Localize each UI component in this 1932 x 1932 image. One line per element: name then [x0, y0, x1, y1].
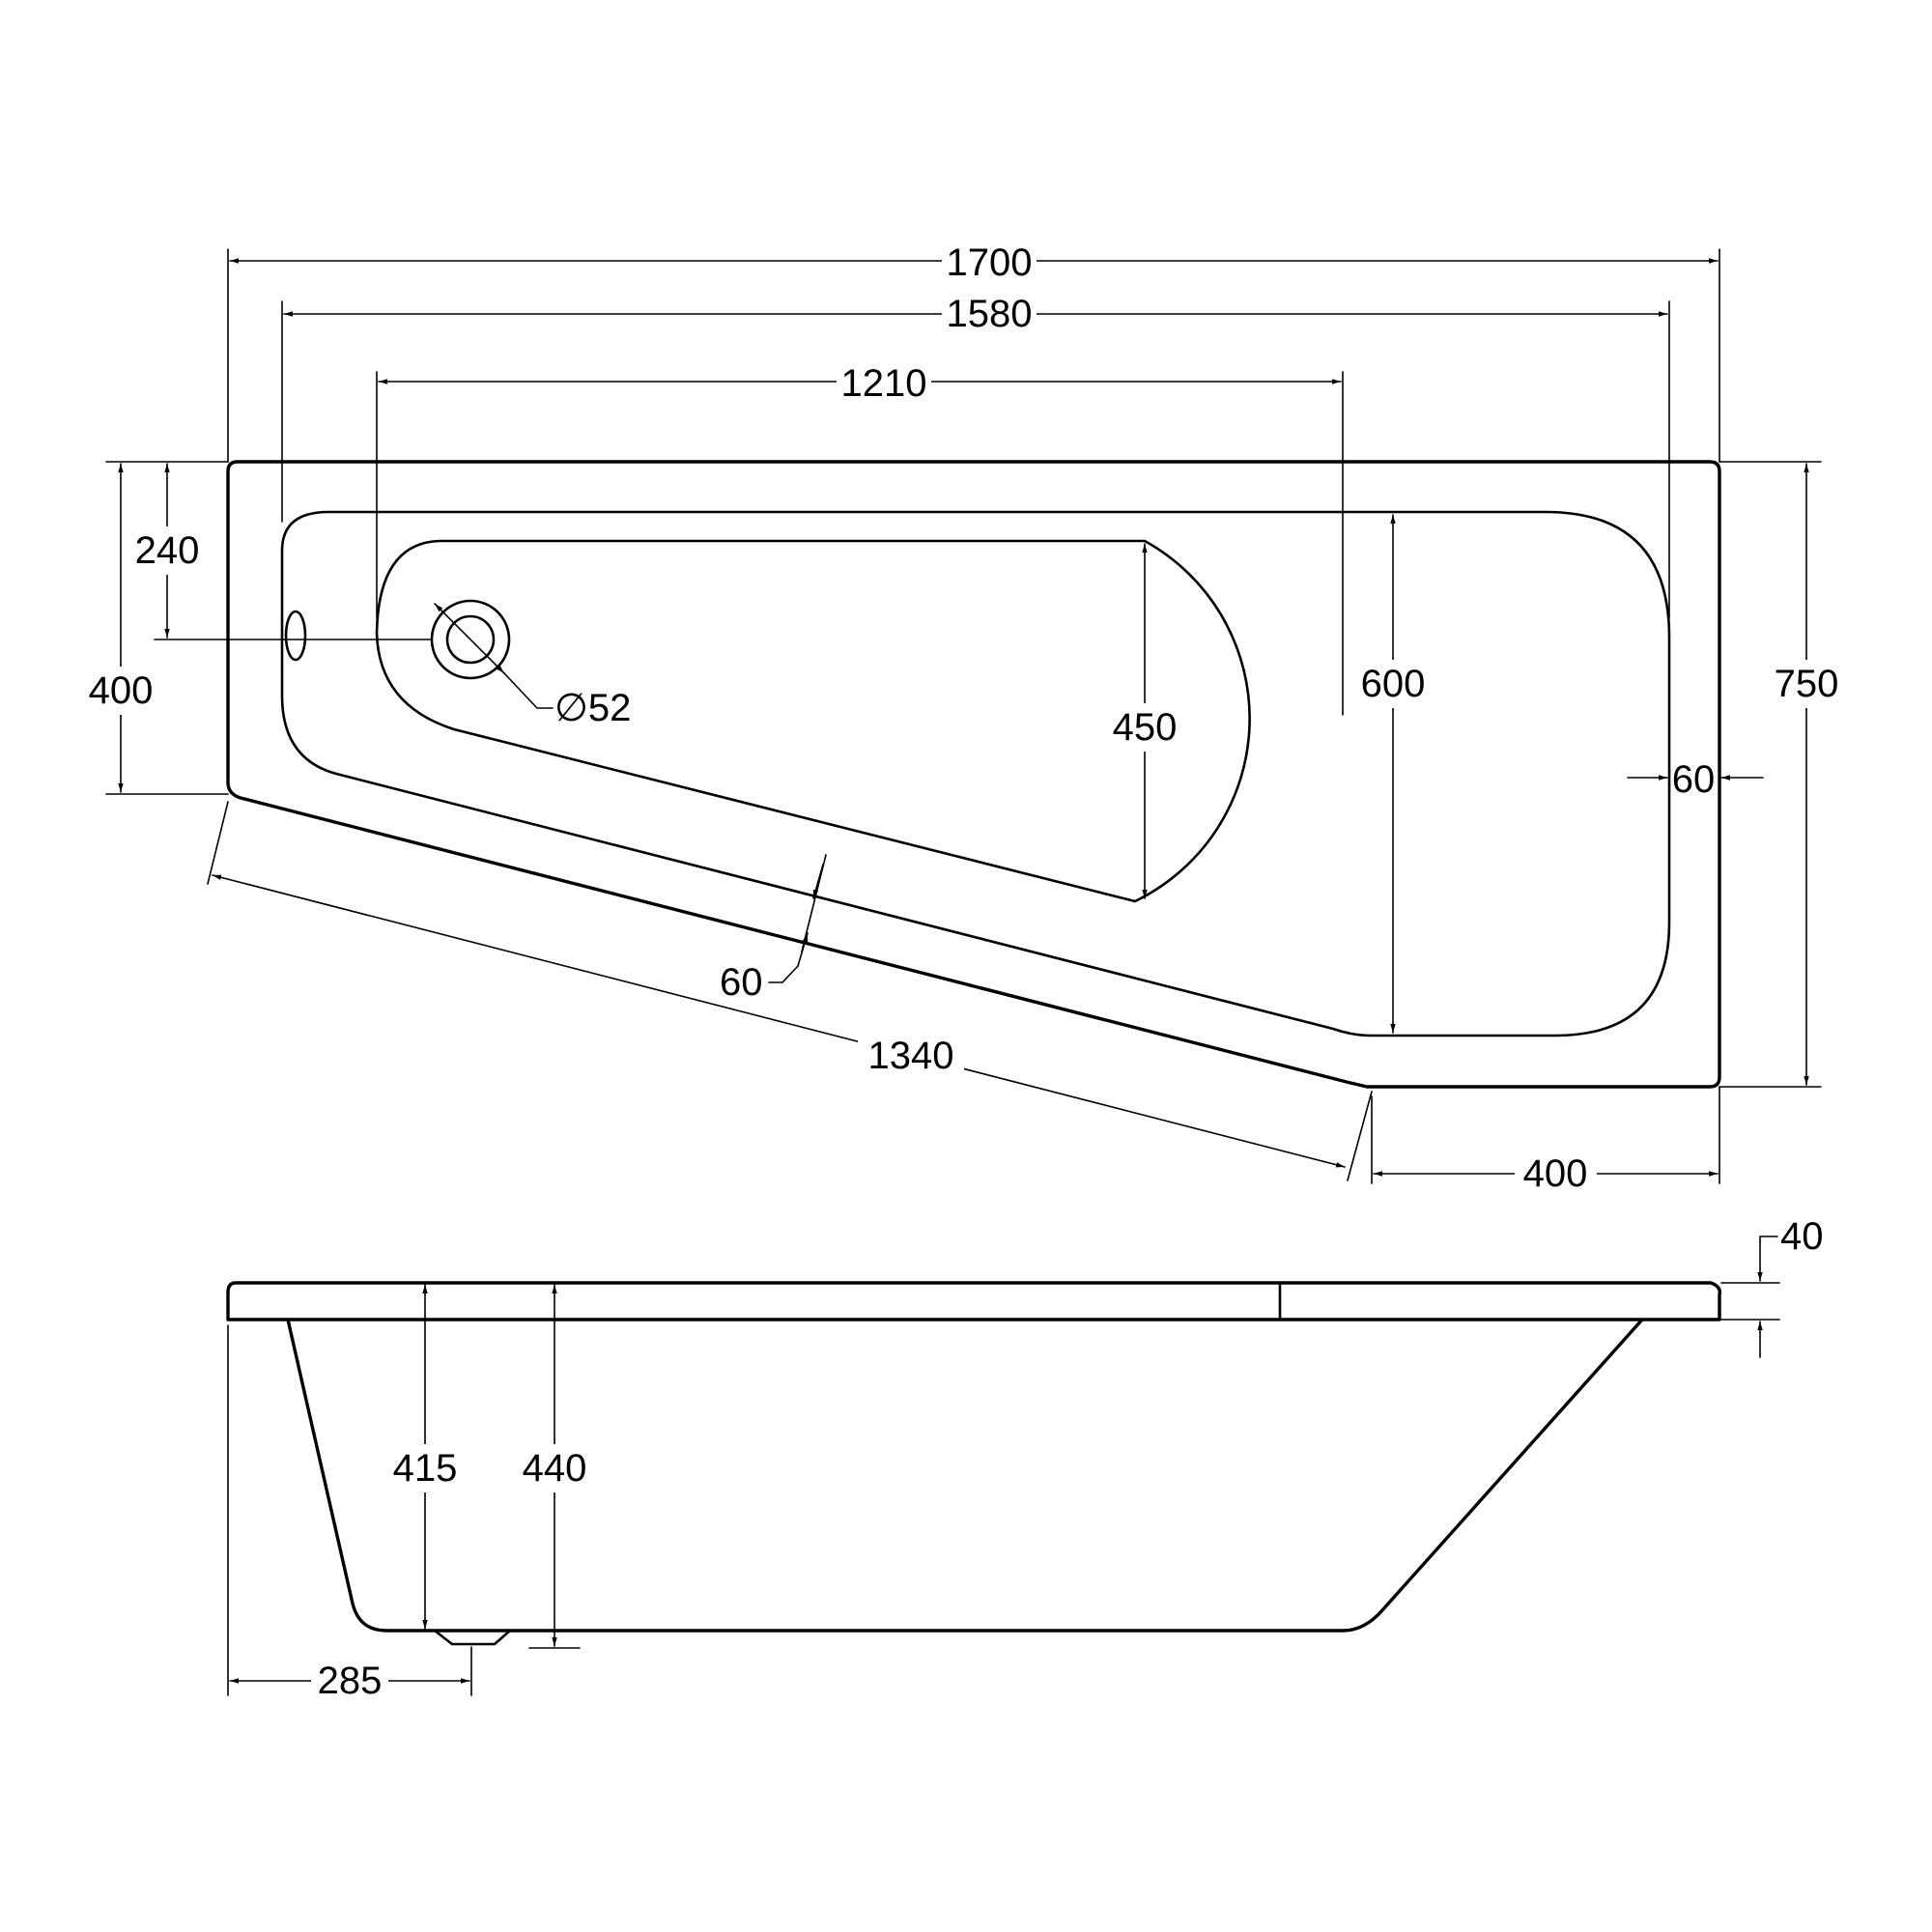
dim-bowl-width: 450: [1113, 706, 1178, 749]
dim-inner-width: 600: [1361, 663, 1426, 705]
dim-angled-side: 1340: [868, 1035, 954, 1077]
dim-overall-length: 1700: [947, 242, 1033, 284]
dim-overall-width: 750: [1775, 663, 1839, 705]
side-view: 415 440 285 40: [226, 1215, 1824, 1705]
side-waste-outlet: [433, 1629, 512, 1646]
overflow-oval: [284, 610, 307, 662]
dim-inner-depth: 415: [393, 1447, 458, 1490]
dim-waste-position: 285: [318, 1660, 383, 1702]
dim-bowl-length: 1210: [841, 362, 927, 405]
dim-rim-side: 60: [1672, 758, 1716, 801]
outer-rim-outline: [226, 460, 1721, 1089]
dim-inner-length: 1580: [947, 293, 1033, 335]
dim-straight-front: 400: [1523, 1152, 1588, 1195]
plan-view: 1700 1580 1210 400 240 ∅52 450 600 750: [77, 237, 1850, 1198]
dim-rim-front: 60: [720, 961, 763, 1004]
dim-left-end-width: 400: [89, 669, 154, 712]
dim-overall-depth: 440: [523, 1447, 587, 1490]
dim-waste-offset: 240: [135, 529, 200, 572]
dim-rim-thickness: 40: [1780, 1215, 1824, 1258]
side-tub-body: [286, 1318, 1644, 1633]
side-rim: [226, 1281, 1721, 1321]
inner-tub-outline: [280, 510, 1671, 1037]
dim-waste-diameter: ∅52: [554, 687, 631, 729]
